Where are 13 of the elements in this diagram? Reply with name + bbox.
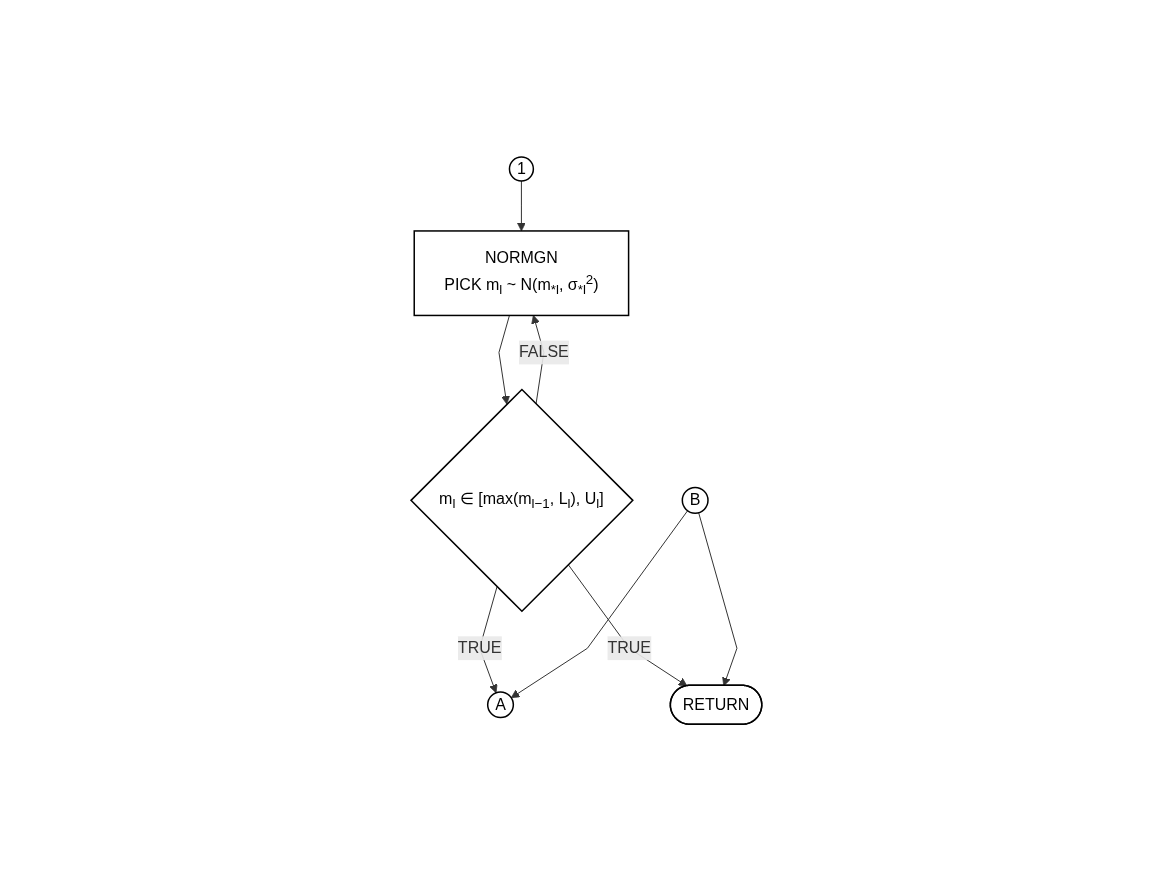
arrow xyxy=(517,180,526,232)
node-circle: B xyxy=(681,487,709,515)
arrow xyxy=(567,564,688,687)
arrow xyxy=(698,512,738,687)
node-circle: 1 xyxy=(508,156,535,183)
node-diamond: m$_{l}$ ∈ [max(m$_{l−1}$, L$_{l}$), U$_{l}$] xyxy=(410,388,634,613)
node-circle: A xyxy=(487,691,515,719)
arrow xyxy=(498,315,511,405)
node-box: NORMGN PICK m$_{l}$ ~ N(m$_{*l}$, σ$_{*l}$$^{2}$) xyxy=(413,230,630,317)
edge-label: FALSE xyxy=(519,343,569,361)
edge-label: TRUE xyxy=(457,639,502,657)
edge-label: TRUE xyxy=(607,639,652,657)
arrow xyxy=(511,510,689,699)
